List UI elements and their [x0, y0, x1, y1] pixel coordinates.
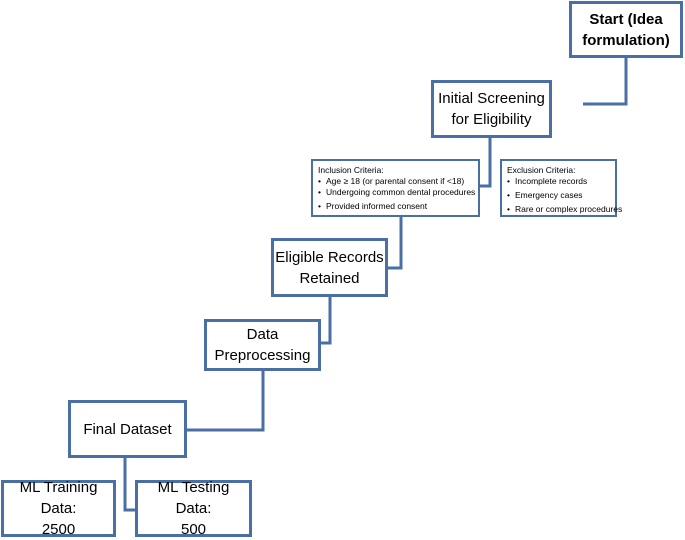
final-dataset-node: Final Dataset: [68, 400, 187, 458]
inclusion-item: • Undergoing common dental procedures: [318, 187, 475, 198]
training-line-2: 2500: [41, 521, 76, 538]
connector-eligible-to-preprocessing: [321, 297, 332, 345]
inclusion-item-label: Provided informed consent: [326, 201, 428, 211]
eligible-line-1: Eligible Records: [275, 248, 384, 266]
exclusion-item: • Emergency cases: [507, 190, 583, 201]
preprocessing-line-2: Preprocessing: [214, 347, 311, 364]
exclusion-criteria-node: Exclusion Criteria: •Incomplete records …: [500, 159, 622, 217]
inclusion-item: • Age ≥ 18 (or parental consent if <18): [318, 176, 464, 187]
preprocessing-line-1: Data: [246, 326, 279, 343]
bullet-icon: •: [507, 176, 510, 186]
inclusion-title: Inclusion Criteria:: [318, 165, 384, 175]
exclusion-item-label: Rare or complex procedures: [515, 204, 623, 214]
screening-line-1: Initial Screening: [438, 90, 545, 107]
bullet-icon: •: [507, 204, 510, 214]
inclusion-item: • Provided informed consent: [318, 201, 427, 212]
connector-start-to-screening: [583, 55, 628, 106]
final-dataset-label: Final Dataset: [83, 420, 172, 438]
ml-testing-data-node: ML Testing Data: 500: [135, 479, 252, 538]
start-line-2: formulation): [582, 31, 670, 49]
ml-training-data-node: ML Training Data: 2500: [1, 479, 116, 538]
exclusion-item-label: Emergency cases: [515, 190, 583, 200]
connector-preprocessing-to-final: [187, 371, 265, 432]
connector-criteria-to-eligible: [388, 217, 403, 270]
testing-line-1: ML Testing Data:: [157, 479, 230, 517]
inclusion-item-label: Age ≥ 18 (or parental consent if <18): [326, 176, 465, 186]
start-node: Start (Idea formulation): [569, 1, 683, 58]
eligible-records-node: Eligible Records Retained: [271, 238, 388, 297]
inclusion-item-label: Undergoing common dental procedures: [326, 187, 476, 197]
inclusion-criteria-node: Inclusion Criteria: • Age ≥ 18 (or parent…: [311, 159, 480, 217]
screening-node: Initial Screening for Eligibility: [431, 80, 552, 138]
connector-screening-to-criteria: [480, 138, 492, 188]
start-line-1: Start (Idea: [589, 10, 663, 28]
screening-line-2: for Eligibility: [451, 111, 532, 128]
bullet-icon: •: [318, 176, 321, 186]
data-preprocessing-node: Data Preprocessing: [204, 319, 321, 371]
connector-final-to-split: [123, 458, 135, 512]
exclusion-item-label: Incomplete records: [515, 176, 588, 186]
bullet-icon: •: [507, 190, 510, 200]
exclusion-title: Exclusion Criteria:: [507, 165, 576, 175]
exclusion-item: • Incomplete records: [507, 176, 587, 187]
bullet-icon: •: [318, 187, 321, 197]
training-line-1: ML Training Data:: [19, 479, 98, 517]
eligible-line-2: Retained: [299, 269, 360, 287]
testing-line-2: 500: [180, 521, 207, 538]
bullet-icon: •: [318, 201, 321, 211]
exclusion-item: • Rare or complex procedures: [507, 204, 622, 215]
